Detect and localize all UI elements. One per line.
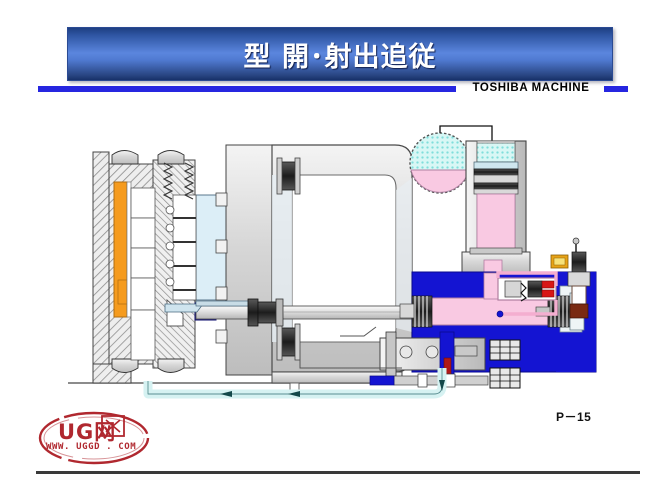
page-number: P－15 [556, 410, 592, 424]
valve-symbol-lower [489, 367, 521, 389]
flow-arrow-2 [220, 391, 232, 397]
cylinder-piston [473, 161, 519, 195]
injection-cylinder [369, 331, 489, 388]
flow-arrow-1 [288, 391, 300, 397]
solenoid-valve [496, 237, 591, 319]
flow-arrow-3 [439, 380, 445, 391]
prefill-valve [496, 271, 558, 302]
flow-arrows [220, 380, 445, 397]
fixed-wall [92, 151, 132, 384]
brand-label: TOSHIBA MACHINE [472, 82, 590, 94]
accumulator-line [439, 125, 493, 141]
clamp-cylinder [399, 272, 585, 331]
tie-bar-nut [247, 298, 284, 327]
valve-symbol-upper [489, 339, 521, 361]
brand-rule: TOSHIBA MACHINE [38, 82, 628, 94]
rule-segment-left [38, 86, 456, 92]
accumulator [409, 132, 471, 194]
heater-band [113, 181, 132, 318]
solenoid-coil [550, 254, 569, 269]
page-title: 型 開･射出追従 [243, 41, 437, 73]
bellows-left [411, 295, 433, 328]
vertical-cylinder [461, 140, 531, 295]
return-pipe [143, 368, 447, 399]
stamp-outline [38, 411, 150, 465]
rule-segment-right [604, 86, 628, 92]
moving-platen [215, 144, 273, 376]
slide-title-banner: 型 開･射出追従 [67, 27, 613, 81]
mold-cavity [130, 187, 227, 361]
frame-ducts [299, 326, 402, 369]
watermark-stamp: UG网 WWW. UGGD . COM [36, 408, 152, 468]
watermark-main-text: UG网 [58, 420, 117, 444]
machine-diagram [68, 125, 597, 399]
watermark-sub-text: WWW. UGGD . COM [46, 442, 137, 452]
ejector-springs [162, 162, 195, 200]
tie-bar-bushings [276, 157, 301, 361]
footer-rule [36, 471, 640, 474]
